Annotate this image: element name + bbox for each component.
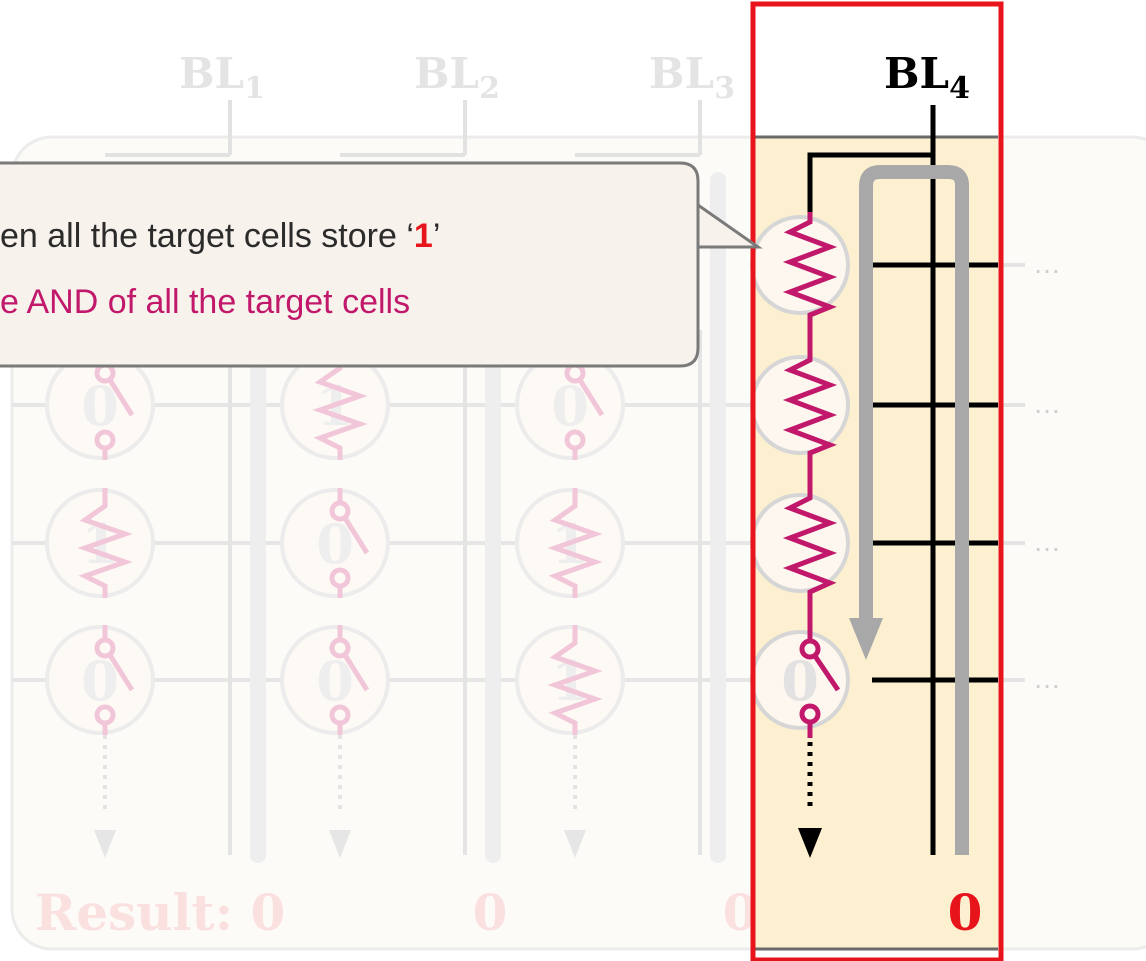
string-connection (807, 152, 933, 215)
ellipsis: … (1033, 526, 1061, 557)
bitline-labels: BL1 BL2 BL3 BL4 (179, 49, 970, 106)
switch-icon (799, 638, 841, 738)
ellipsis: … (1033, 388, 1061, 419)
faded-bitline-stubs (105, 100, 702, 157)
selected-column-frame (750, 1, 1004, 961)
row-ellipses: … … … … (998, 248, 1061, 694)
callout-line-2: e AND of all the target cells (0, 283, 410, 321)
faded-string-arrows (94, 735, 586, 858)
callout: en all the target cells store ‘1’ e AND … (0, 161, 763, 368)
result-label-4: 0 (948, 883, 983, 942)
current-arrow-icon (849, 618, 883, 660)
resistor-icon (547, 488, 603, 598)
result-label-2: 0 (473, 883, 508, 942)
switch-icon (329, 625, 370, 735)
callout-line-1: en all the target cells store ‘1’ (0, 217, 440, 255)
bitline-label-3: BL3 (649, 49, 735, 106)
switch-icon (94, 625, 135, 735)
down-arrow-icon (798, 828, 822, 858)
faded-rails (250, 172, 726, 863)
resistor-icon (312, 350, 368, 460)
bitline-label-4: BL4 (884, 49, 970, 106)
ellipsis: … (1033, 663, 1061, 694)
switch-icon (329, 488, 370, 598)
cell-value-faded: 0 (781, 649, 819, 713)
cell-circle (280, 625, 390, 735)
resistor-icon (547, 625, 603, 735)
resistor-string (782, 212, 838, 640)
current-path (859, 165, 969, 855)
resistor-icon (77, 488, 133, 598)
bitline-label-1: BL1 (179, 49, 265, 106)
cell-circle (45, 625, 155, 735)
result-label-1: Result: 0 (35, 883, 286, 942)
bitline-label-2: BL2 (414, 49, 500, 106)
cell-circle (280, 488, 390, 598)
faded-bitlines (228, 330, 702, 855)
ellipsis: … (1033, 248, 1061, 279)
